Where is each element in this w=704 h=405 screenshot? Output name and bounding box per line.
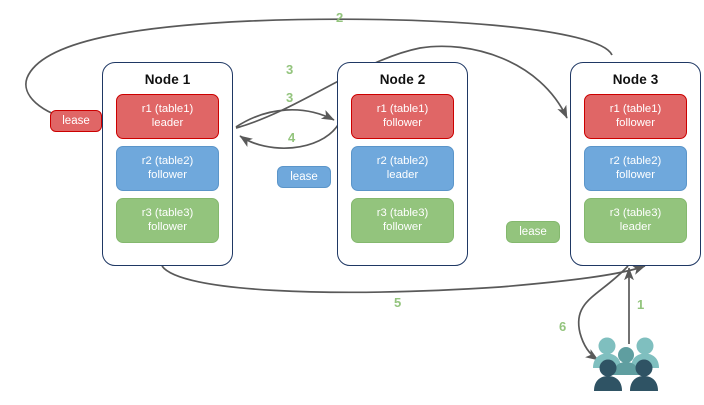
replica-r3[interactable]: r3 (table3) follower [351,198,454,243]
replica-r1[interactable]: r1 (table1) follower [351,94,454,139]
replica-role: leader [619,220,652,233]
step-label-2: 2 [336,10,344,25]
replica-role: follower [148,168,187,181]
node-container-1[interactable]: Node 1 r1 (table1) leader r2 (table2) fo… [102,62,233,266]
replica-r1[interactable]: r1 (table1) follower [584,94,687,139]
replica-role: follower [616,116,655,129]
step-label-5: 5 [394,295,402,310]
replica-role: follower [616,168,655,181]
replica-name: r3 (table3) [609,206,662,219]
replica-role: follower [148,220,187,233]
replica-name: r1 (table1) [609,102,662,115]
edge-3-lower [235,108,335,128]
replica-r1[interactable]: r1 (table1) leader [116,94,219,139]
replica-role: follower [383,116,422,129]
replica-role: leader [151,116,184,129]
replica-r2[interactable]: r2 (table2) leader [351,146,454,191]
replica-name: r2 (table2) [376,154,429,167]
replica-role: leader [386,168,419,181]
replica-r2[interactable]: r2 (table2) follower [116,146,219,191]
node-container-2[interactable]: Node 2 r1 (table1) follower r2 (table2) … [337,62,468,266]
users-icon [593,337,659,391]
step-label-4: 4 [288,130,296,145]
replica-name: r1 (table1) [376,102,429,115]
replica-role: follower [383,220,422,233]
replica-name: r2 (table2) [141,154,194,167]
lease-chip-r2[interactable]: lease [277,166,331,188]
replica-name: r3 (table3) [376,206,429,219]
node-container-3[interactable]: Node 3 r1 (table1) follower r2 (table2) … [570,62,701,266]
node-title: Node 2 [379,72,426,87]
replica-r2[interactable]: r2 (table2) follower [584,146,687,191]
step-label-3-lower: 3 [286,90,294,105]
lease-chip-r1[interactable]: lease [50,110,102,132]
step-label-3-upper: 3 [286,62,294,77]
lease-chip-r3[interactable]: lease [506,221,560,243]
replica-name: r1 (table1) [141,102,194,115]
node-title: Node 3 [612,72,659,87]
node-title: Node 1 [144,72,191,87]
replica-name: r2 (table2) [609,154,662,167]
replica-r3[interactable]: r3 (table3) leader [584,198,687,243]
step-label-1: 1 [637,297,645,312]
edge-5 [161,265,646,294]
step-label-6: 6 [559,319,567,334]
replica-r3[interactable]: r3 (table3) follower [116,198,219,243]
replica-name: r3 (table3) [141,206,194,219]
